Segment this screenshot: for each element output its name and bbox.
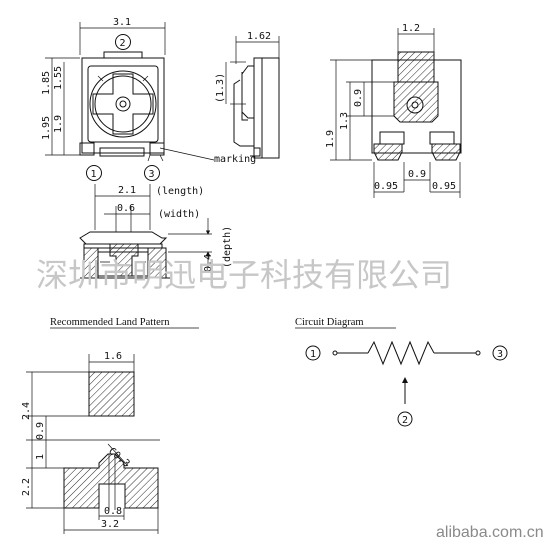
circuit-pin-2-label: 2 (402, 415, 408, 426)
width-dim: 0.6 (117, 203, 135, 214)
circuit-diagram: Circuit Diagram 1 3 2 (295, 317, 508, 427)
pin-1-label: 1 (91, 169, 97, 180)
land-height-1: 1 (35, 454, 46, 460)
circuit-pin-1 (305, 345, 321, 361)
circuit-pin-2 (397, 411, 413, 427)
company-watermark: 深圳市明迅电子科技有限公司 (36, 256, 452, 294)
land-height-2-4: 2.4 (21, 402, 32, 420)
marking-callout: marking (214, 154, 256, 165)
pin-3-label: 3 (149, 169, 155, 180)
pin-1-marker (86, 165, 102, 181)
land-total-width: 3.2 (101, 519, 119, 530)
footer-site: alibaba.com.cn (436, 524, 544, 541)
section-view: 2.1 (length) 0.6 (width) 0.4 (depth) (79, 184, 233, 279)
land-height-0-9: 0.9 (35, 422, 46, 440)
back-top-width: 1.2 (402, 23, 420, 34)
side-offset-dim: (1.3) (215, 73, 226, 103)
pin-2-label: 2 (120, 38, 126, 49)
back-pad-left-width: 0.95 (374, 181, 398, 192)
back-height-1-3: 1.3 (339, 112, 350, 130)
front-height-1-85: 1.85 (41, 71, 52, 95)
circuit-pin-1-label: 1 (310, 349, 316, 360)
length-dim: 2.1 (118, 185, 136, 196)
front-view: 3.1 2 1.95 1.9 1.85 1.55 marking (41, 17, 256, 181)
land-top-pad (88, 371, 135, 417)
back-height-0-9: 0.9 (353, 89, 364, 107)
depth-dim: 0.4 (203, 254, 214, 272)
back-pad-gap: 0.9 (408, 169, 426, 180)
front-height-1-9: 1.9 (53, 115, 64, 133)
back-pad-right-width: 0.95 (432, 181, 456, 192)
land-height-2-2: 2.2 (21, 478, 32, 496)
back-top-pad (397, 51, 435, 83)
resistor-zigzag (367, 340, 435, 366)
land-bottom-pad (63, 453, 159, 509)
circuit-pin-3-label: 3 (497, 349, 503, 360)
back-height-1-9: 1.9 (325, 130, 336, 148)
depth-callout: (depth) (222, 226, 233, 268)
back-right-pad (431, 143, 461, 161)
pin-3-marker (144, 165, 160, 181)
land-top-width: 1.6 (104, 351, 122, 362)
circuit-pin-3 (492, 345, 508, 361)
land-pattern-title: Recommended Land Pattern (50, 317, 170, 328)
front-top-width: 3.1 (113, 17, 131, 28)
width-callout: (width) (158, 209, 200, 220)
front-height-1-55: 1.55 (53, 66, 64, 90)
land-gap-dim: 0.8 (104, 506, 122, 517)
side-view: 1.62 (1.3) (215, 31, 280, 159)
back-view: 1.2 1.9 1.3 0.9 0.9 0.95 0.95 (325, 23, 462, 198)
circuit-title: Circuit Diagram (295, 317, 364, 328)
length-callout: (length) (156, 186, 204, 197)
side-top-width: 1.62 (247, 31, 271, 42)
land-pattern: Recommended Land Pattern 1.6 2.4 0.9 1 2… (21, 317, 199, 534)
back-left-pad (373, 143, 403, 161)
front-height-1-95: 1.95 (41, 116, 52, 140)
pin-2-marker (115, 34, 131, 50)
